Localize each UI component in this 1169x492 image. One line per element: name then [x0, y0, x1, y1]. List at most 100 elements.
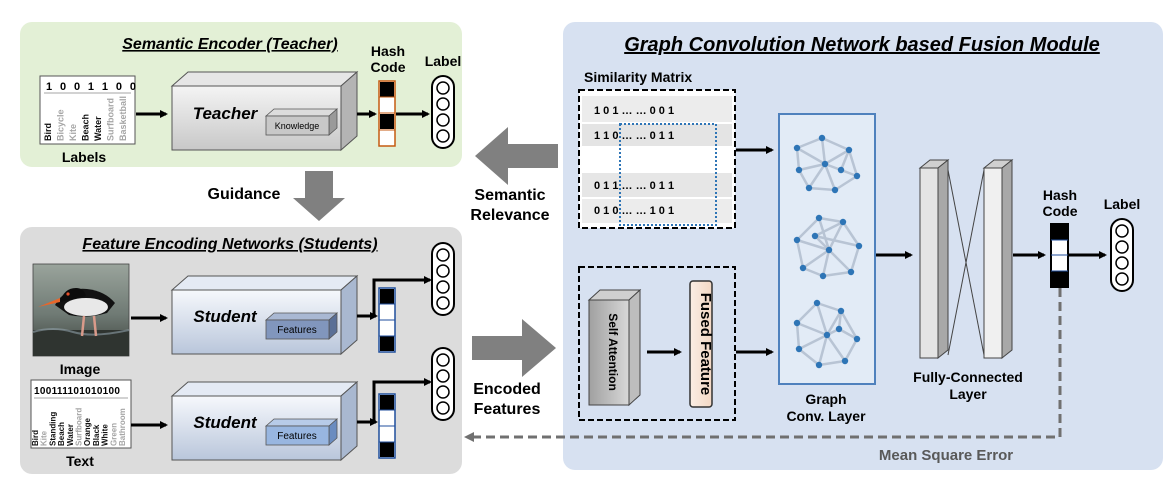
graph-edge	[808, 186, 836, 192]
graph-edge	[795, 322, 801, 350]
graph-node	[795, 166, 803, 174]
student-image-box: Student Features	[170, 274, 359, 356]
graph-edge	[814, 234, 860, 248]
teacher-label-bits: 1 0 0 1 1 0 0	[46, 81, 138, 93]
graph-edge	[815, 302, 829, 336]
vocab-word: Beach	[81, 114, 91, 141]
image-caption: Image	[60, 361, 101, 377]
student-text-label: Student	[193, 413, 258, 432]
vocab-word: Orange	[83, 417, 92, 446]
teacher-network-box: Teacher Knowledge	[170, 70, 359, 152]
graph-node	[805, 184, 813, 192]
graph-edge	[797, 169, 811, 189]
gcn-label-1: Graph	[805, 391, 846, 407]
graph-edge	[807, 163, 827, 189]
graph-edge	[798, 348, 820, 366]
bird-image	[32, 263, 130, 357]
student-text-label-vector	[431, 347, 455, 421]
graph-node	[847, 268, 855, 276]
student-image-hash-code	[378, 287, 396, 353]
graph-node	[813, 299, 821, 307]
semantic-relevance-label-2: Relevance	[470, 207, 549, 224]
student-text-box: Student Features	[170, 380, 359, 462]
graph-node	[815, 361, 823, 369]
vocab-word: Kite	[68, 124, 78, 141]
student-image-label-vector	[431, 242, 455, 316]
vocab-word: Bathroom	[118, 408, 127, 446]
teacher-network-label: Teacher	[193, 104, 259, 123]
graph-edge	[827, 221, 845, 251]
graph-edge	[817, 334, 829, 366]
fc-label-1: Fully-Connected	[913, 369, 1023, 385]
graph-edge	[798, 333, 828, 351]
vocab-word: Green	[109, 423, 118, 446]
vocab-word: Standing	[48, 412, 57, 446]
fusion-panel-title: Graph Convolution Network based Fusion M…	[624, 34, 1100, 56]
graph-edge	[814, 235, 830, 251]
graph-edge	[828, 249, 852, 273]
vocab-word: Black	[92, 424, 101, 446]
graph-edge	[795, 147, 801, 171]
teacher-panel: Semantic Encoder (Teacher) 1 0 0 1 1 0 0…	[20, 22, 462, 167]
graph-edge	[838, 327, 858, 341]
graph-node	[795, 345, 803, 353]
vocab-word: Basketball	[118, 96, 128, 141]
graph-node	[825, 246, 833, 254]
graph-edge	[796, 238, 830, 252]
gcn-label-2: Conv. Layer	[786, 408, 866, 424]
teacher-hash-code	[378, 80, 396, 147]
text-input-bits: 100111101010100	[34, 386, 120, 397]
teacher-panel-title: Semantic Encoder (Teacher)	[122, 36, 337, 53]
graph-edge	[796, 146, 826, 166]
graph-node	[793, 319, 801, 327]
graph-node	[819, 272, 827, 280]
graph-node	[853, 172, 861, 180]
matrix-row-4: 0 1 0 … … 1 0 1	[594, 205, 674, 217]
vocab-word: White	[101, 424, 110, 446]
fused-feature-block	[689, 280, 713, 408]
text-caption: Text	[66, 453, 94, 469]
teacher-hash-title-2: Code	[371, 59, 406, 75]
fc-label-2: Layer	[949, 386, 987, 402]
graph-node	[799, 264, 807, 272]
similarity-matrix-title: Similarity Matrix	[584, 69, 692, 85]
semantic-relevance-label-1: Semantic	[474, 187, 545, 204]
graph-edge	[843, 338, 859, 362]
student-text-features-label: Features	[277, 431, 316, 442]
students-panel-title: Feature Encoding Networks (Students)	[82, 236, 377, 253]
graph-edge	[841, 221, 861, 247]
vocab-word: Bird	[43, 123, 53, 141]
fusion-label-vector	[1110, 218, 1134, 292]
teacher-output-label: Label	[425, 53, 462, 69]
graph-edge	[824, 148, 850, 166]
student-image-label: Student	[193, 307, 258, 326]
teacher-knowledge-label: Knowledge	[275, 121, 320, 131]
graph-node	[821, 160, 829, 168]
graph-edge	[816, 301, 842, 313]
encoded-features-label-2: Features	[474, 401, 541, 418]
graph-edge	[849, 245, 861, 273]
graph-edge	[818, 216, 844, 224]
mse-feedback-arrow	[464, 288, 1062, 442]
graph-node	[811, 232, 819, 240]
graph-edge	[847, 149, 859, 177]
graph-edge	[839, 310, 859, 340]
graph-edge	[825, 310, 843, 336]
students-panel: Feature Encoding Networks (Students) Ima…	[20, 227, 462, 474]
vocab-word: Beach	[57, 422, 66, 446]
graph-edge	[796, 136, 823, 150]
graph-edge	[818, 359, 846, 367]
graph-edge	[839, 149, 851, 171]
fusion-hash-title-2: Code	[1043, 203, 1078, 219]
graph-node	[818, 134, 826, 142]
graph-edge	[821, 249, 831, 277]
graph-edge	[817, 217, 831, 251]
student-image-features-label: Features	[277, 325, 316, 336]
graph-node	[837, 166, 845, 174]
graph-node	[831, 186, 839, 194]
encoded-features-arrow	[472, 319, 556, 377]
graph-node	[841, 357, 849, 365]
fusion-hash-code	[1050, 223, 1069, 288]
